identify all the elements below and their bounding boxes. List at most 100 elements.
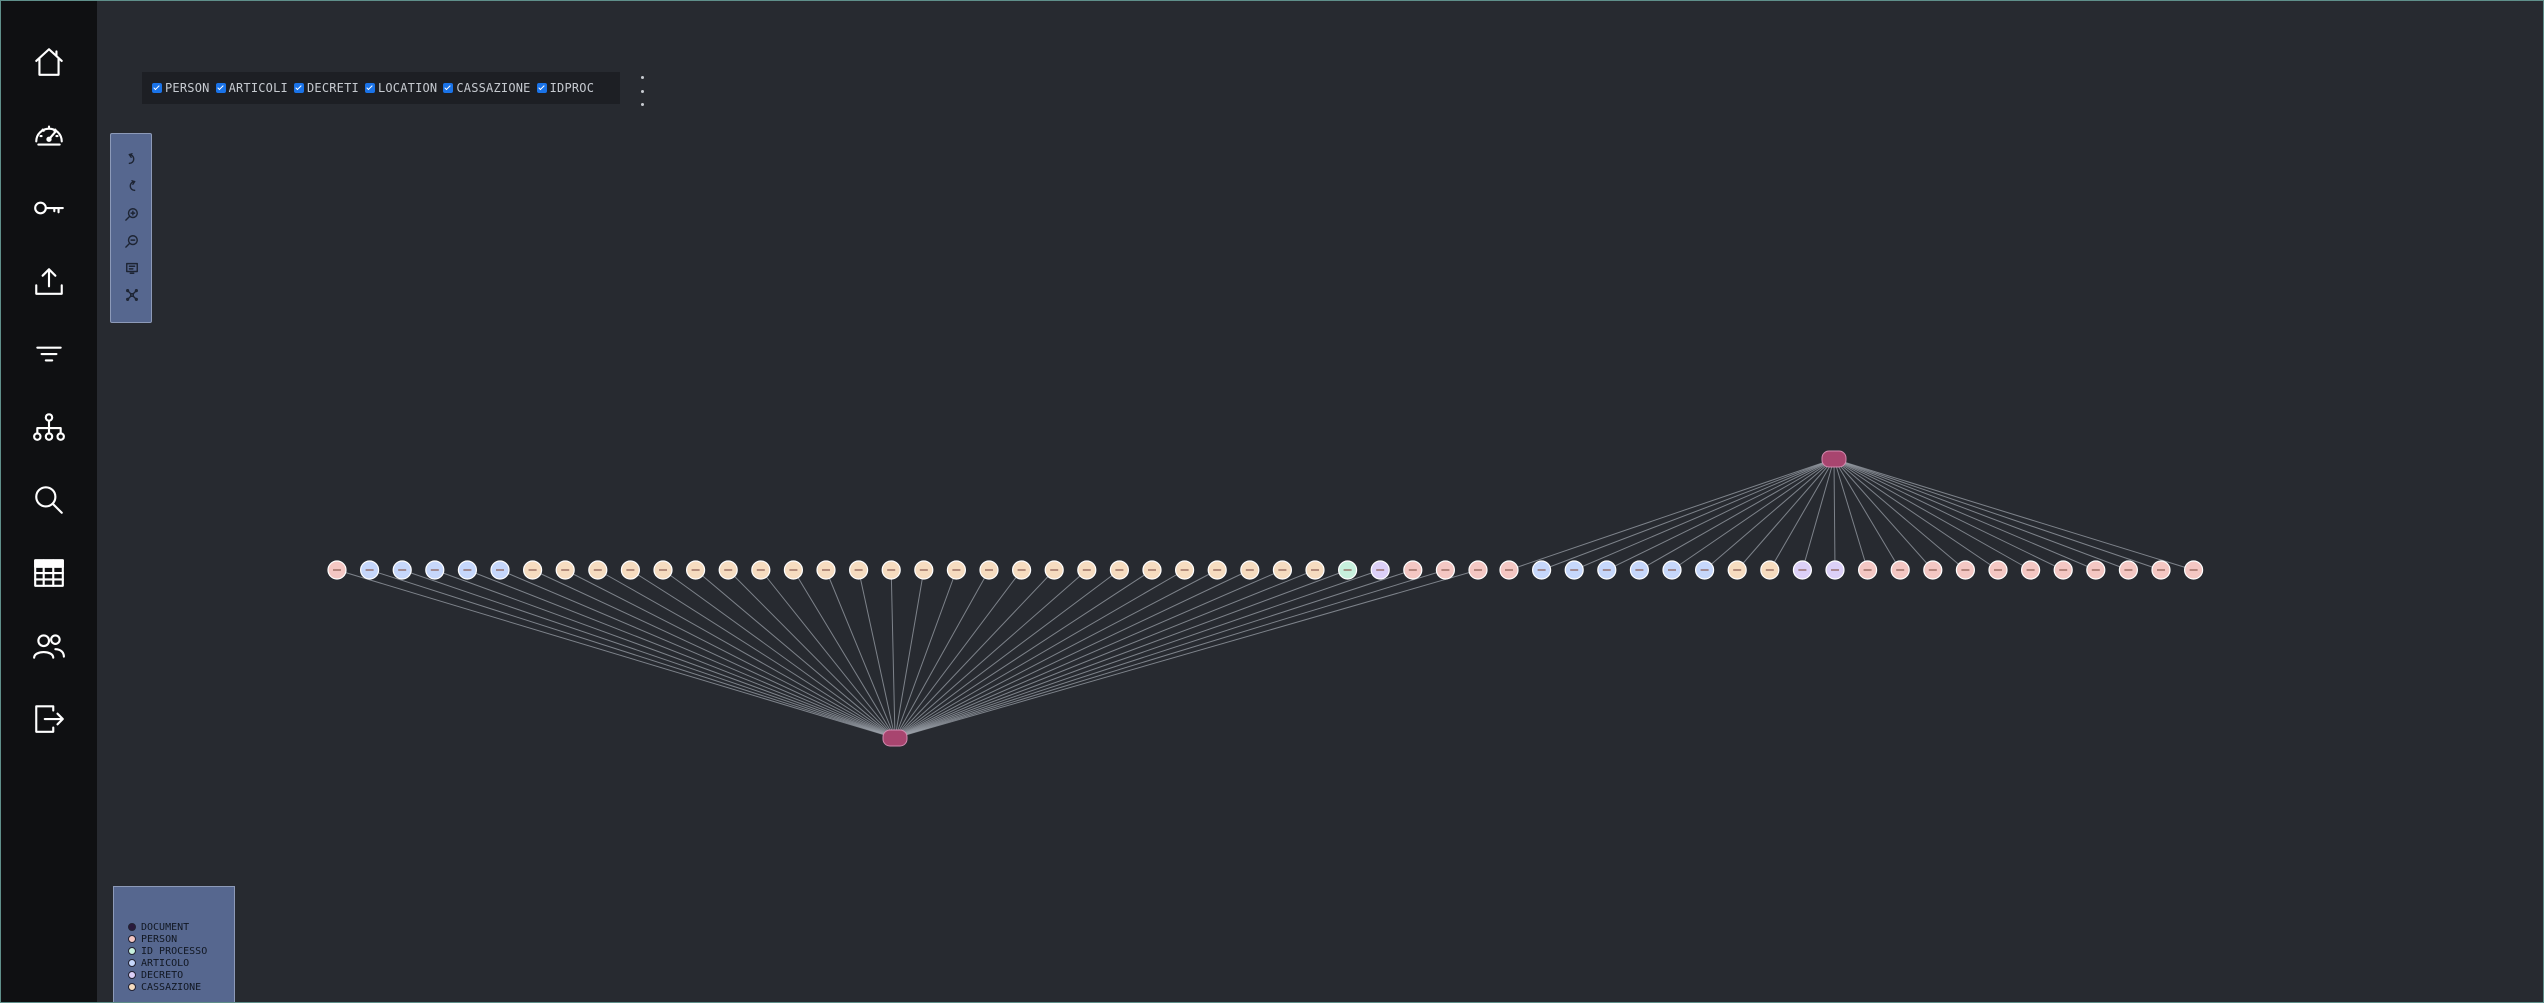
graph-edge xyxy=(336,569,896,739)
node-label-mark xyxy=(1376,569,1385,571)
graph-edge xyxy=(894,569,1479,739)
checkbox[interactable] xyxy=(293,83,304,93)
filter-articoli[interactable]: ARTICOLI xyxy=(215,81,288,95)
node-label-mark xyxy=(1505,569,1513,571)
checkbox[interactable] xyxy=(536,83,547,93)
graph-edge xyxy=(1833,458,1966,571)
redo-icon[interactable] xyxy=(122,149,142,169)
legend-label: DECRETO xyxy=(141,969,184,981)
table-icon[interactable] xyxy=(29,553,69,593)
hierarchy-icon[interactable] xyxy=(29,407,69,447)
more-options-icon[interactable] xyxy=(636,76,648,106)
node-label-mark xyxy=(1278,569,1287,571)
zoom-in-icon[interactable] xyxy=(122,204,142,224)
graph-edge xyxy=(1736,458,1835,571)
node-label-mark xyxy=(2059,569,2068,571)
node-label-mark xyxy=(1082,569,1091,571)
filter-location[interactable]: LOCATION xyxy=(364,81,438,95)
checkbox[interactable] xyxy=(215,83,226,93)
users-icon[interactable] xyxy=(29,626,69,666)
legend-item: ID PROCESSO xyxy=(128,945,234,957)
graph-edge xyxy=(894,569,990,739)
checkbox[interactable] xyxy=(152,83,162,93)
fit-screen-icon[interactable] xyxy=(122,258,142,278)
node-label-mark xyxy=(528,569,537,571)
node-label-mark xyxy=(1537,569,1546,571)
filter-label: DECRETI xyxy=(306,81,359,95)
upload-icon[interactable] xyxy=(29,261,69,301)
node-label-mark xyxy=(365,569,374,571)
filter-label: PERSON xyxy=(165,81,210,95)
layout-icon[interactable] xyxy=(122,285,142,305)
node-label-mark xyxy=(333,569,341,571)
node-label-mark xyxy=(463,569,472,571)
filter-cassazione[interactable]: CASSAZIONE xyxy=(443,81,530,95)
graph-edge xyxy=(597,569,896,739)
node-label-mark xyxy=(691,569,700,571)
node-label-mark xyxy=(1831,569,1839,571)
node-label-mark xyxy=(1213,569,1222,571)
legend-item: CASSAZIONE xyxy=(128,981,234,993)
graph-node-document[interactable] xyxy=(1821,450,1847,468)
graph-edge xyxy=(894,569,1413,739)
node-label-mark xyxy=(1017,569,1026,571)
node-label-mark xyxy=(789,569,798,571)
graph-edge xyxy=(894,569,957,739)
graph-edge xyxy=(760,569,896,739)
graph-edge xyxy=(894,569,925,739)
graph-edge xyxy=(1704,458,1835,571)
filter-decreti[interactable]: DECRETI xyxy=(293,81,359,95)
key-icon[interactable] xyxy=(29,188,69,228)
graph-edge xyxy=(1801,458,1835,571)
filter-label: CASSAZIONE xyxy=(456,81,531,95)
graph-edge xyxy=(1833,458,2194,571)
filter-label: LOCATION xyxy=(377,81,438,95)
home-icon[interactable] xyxy=(29,42,69,82)
graph-edge xyxy=(894,569,1251,739)
legend-item: DOCUMENT xyxy=(128,921,234,933)
checkbox[interactable] xyxy=(364,83,375,93)
legend-label: DOCUMENT xyxy=(141,921,190,933)
graph-edge xyxy=(499,569,896,739)
node-label-mark xyxy=(1635,569,1644,571)
graph-edge xyxy=(894,569,1120,739)
node-label-mark xyxy=(1343,569,1352,571)
graph-edge xyxy=(564,569,896,739)
node-label-mark xyxy=(1668,569,1676,571)
undo-icon[interactable] xyxy=(122,176,142,196)
graph-edge xyxy=(1833,458,2096,571)
legend-label: CASSAZIONE xyxy=(141,981,202,993)
node-label-mark xyxy=(626,569,635,571)
search-icon[interactable] xyxy=(29,480,69,520)
node-label-mark xyxy=(724,569,733,571)
node-label-mark xyxy=(887,569,896,571)
legend-item: DECRETO xyxy=(128,969,234,981)
graph-edge xyxy=(894,569,1348,739)
graph-edge xyxy=(369,569,896,739)
node-label-mark xyxy=(1765,569,1774,571)
node-label-mark xyxy=(659,569,667,571)
node-label-mark xyxy=(398,569,407,571)
graph-edge xyxy=(1574,458,1835,571)
graph-edge xyxy=(1769,458,1835,571)
node-label-mark xyxy=(430,569,439,571)
graph-edge xyxy=(1833,458,1999,571)
logout-icon[interactable] xyxy=(29,699,69,739)
graph-edge xyxy=(1833,458,1901,571)
graph-node-document[interactable] xyxy=(882,729,908,747)
dashboard-icon[interactable] xyxy=(29,115,69,155)
filter-icon[interactable] xyxy=(29,334,69,374)
node-label-mark xyxy=(1050,569,1059,571)
graph-edge xyxy=(1833,458,2162,571)
zoom-out-icon[interactable] xyxy=(122,231,142,251)
filter-idproc[interactable]: IDPROC xyxy=(536,81,595,95)
node-label-mark xyxy=(1602,569,1611,571)
filter-person[interactable]: PERSON xyxy=(152,81,210,95)
node-label-mark xyxy=(756,569,765,571)
graph-edge xyxy=(894,569,1022,739)
node-label-mark xyxy=(1180,569,1189,571)
checkbox[interactable] xyxy=(443,83,454,93)
graph-edge xyxy=(894,569,1446,739)
node-label-mark xyxy=(1148,569,1156,571)
